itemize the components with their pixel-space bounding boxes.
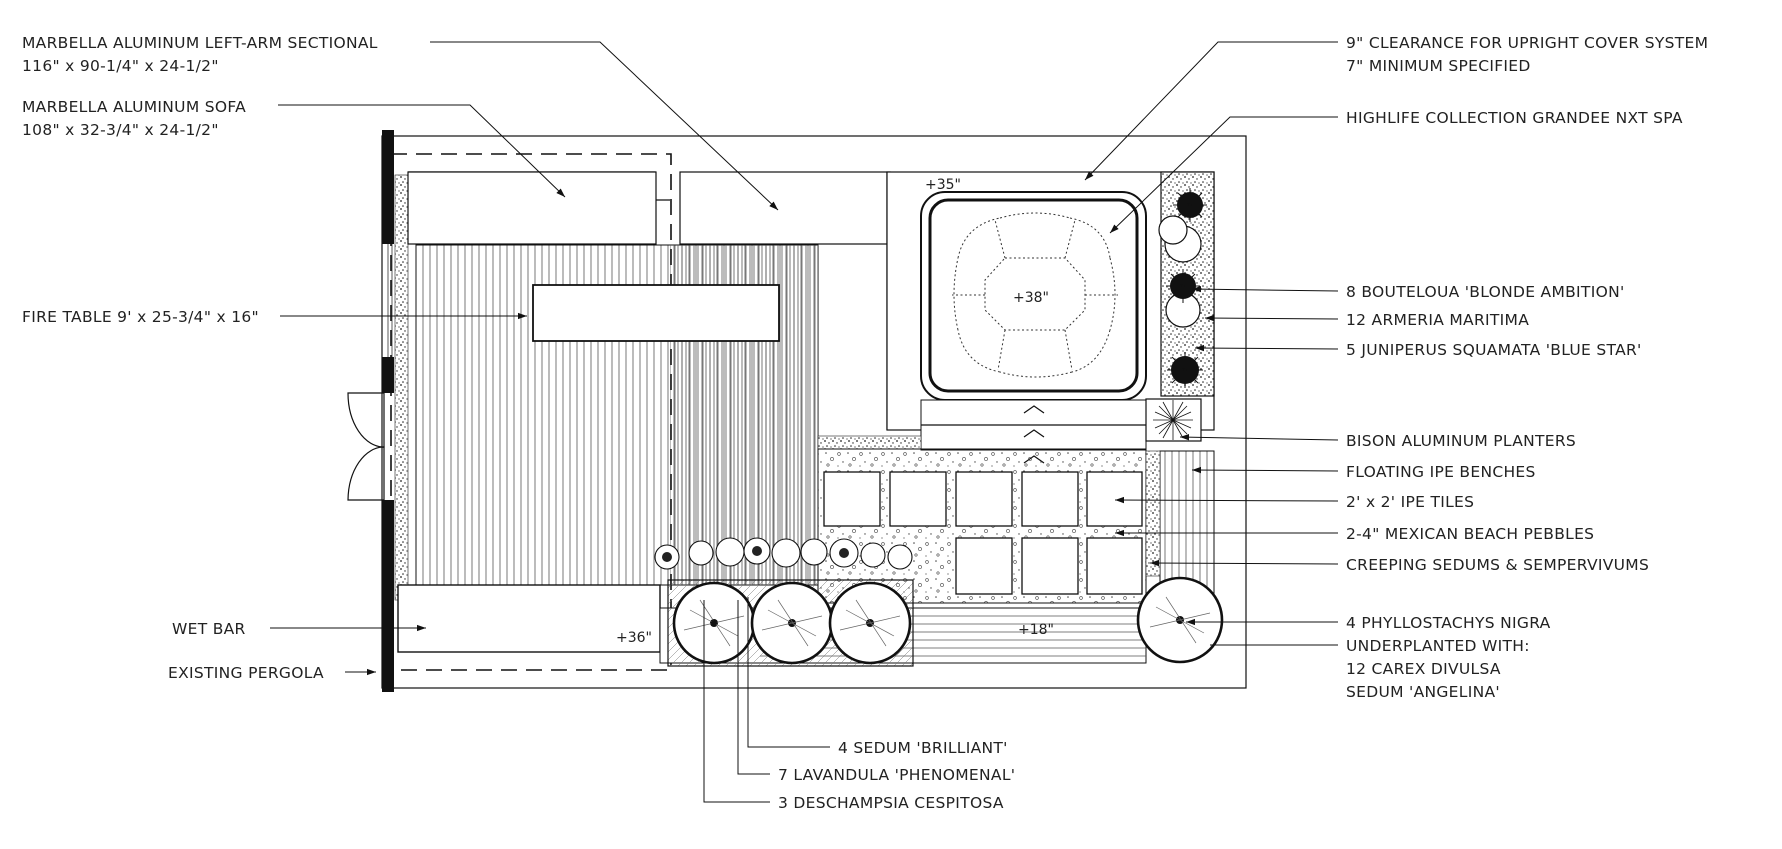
elevation-spa-deck: +35" xyxy=(925,177,961,193)
label-sofa-dims: 108" x 32-3/4" x 24-1/2" xyxy=(22,121,219,139)
gravel-strip xyxy=(394,174,409,601)
leader-dot xyxy=(711,620,717,626)
spa-seats xyxy=(952,212,1118,378)
elevation-bench: +18" xyxy=(1018,622,1054,638)
label-pebbles: 2-4" MEXICAN BEACH PEBBLES xyxy=(1346,525,1594,543)
label-clearance-min: 7" MINIMUM SPECIFIED xyxy=(1346,57,1531,75)
label-deschampsia: 3 DESCHAMPSIA CESPITOSA xyxy=(778,794,1004,812)
label-carex: 12 CAREX DIVULSA xyxy=(1346,660,1501,678)
elevation-spa: +38" xyxy=(1013,290,1049,306)
gravel-strip xyxy=(1145,450,1161,577)
label-sectional-dims: 116" x 90-1/4" x 24-1/2" xyxy=(22,57,219,75)
ipe-tiles xyxy=(823,471,1143,595)
label-pergola: EXISTING PERGOLA xyxy=(168,664,324,682)
sofa-back xyxy=(679,171,891,245)
site-boundary xyxy=(381,135,1247,689)
label-underplanted: UNDERPLANTED WITH: xyxy=(1346,637,1530,655)
label-clearance: 9" CLEARANCE FOR UPRIGHT COVER SYSTEM xyxy=(1346,34,1708,52)
spa-inner xyxy=(928,198,1139,393)
label-wet-bar: WET BAR xyxy=(172,620,246,638)
label-armeria: 12 ARMERIA MARITIMA xyxy=(1346,311,1529,329)
annotations: MARBELLA ALUMINUM LEFT-ARM SECTIONAL 116… xyxy=(22,34,1708,812)
sedum-plant xyxy=(662,546,849,562)
house-wall xyxy=(382,500,394,692)
label-lavandula: 7 LAVANDULA 'PHENOMENAL' xyxy=(778,766,1015,784)
label-tiles: 2' x 2' IPE TILES xyxy=(1346,493,1474,511)
door-swing xyxy=(347,392,385,448)
label-sedum-angelina: SEDUM 'ANGELINA' xyxy=(1346,683,1500,701)
house-wall xyxy=(382,357,394,393)
label-juniperus: 5 JUNIPERUS SQUAMATA 'BLUE STAR' xyxy=(1346,341,1642,359)
label-sedums: CREEPING SEDUMS & SEMPERVIVUMS xyxy=(1346,556,1649,574)
label-sedum-brilliant: 4 SEDUM 'BRILLIANT' xyxy=(838,739,1008,757)
sectional-back xyxy=(407,171,657,245)
fire-table xyxy=(532,284,780,342)
house-wall xyxy=(382,130,394,244)
label-sofa: MARBELLA ALUMINUM SOFA xyxy=(22,98,246,116)
label-planters: BISON ALUMINUM PLANTERS xyxy=(1346,432,1576,450)
planter-starburst xyxy=(1153,400,1193,440)
elevation-bar: +36" xyxy=(616,630,652,646)
leader-lines xyxy=(270,41,1339,803)
gravel-strip xyxy=(817,435,922,450)
label-bouteloua: 8 BOUTELOUA 'BLONDE AMBITION' xyxy=(1346,283,1625,301)
label-sectional: MARBELLA ALUMINUM LEFT-ARM SECTIONAL xyxy=(22,34,378,52)
label-benches: FLOATING IPE BENCHES xyxy=(1346,463,1536,481)
label-phyllostachys: 4 PHYLLOSTACHYS NIGRA xyxy=(1346,614,1551,632)
step-chevron xyxy=(1023,405,1045,414)
door-swing xyxy=(347,446,385,501)
bouteloua-plant-rays xyxy=(1166,188,1207,388)
label-spa: HIGHLIFE COLLECTION GRANDEE NXT SPA xyxy=(1346,109,1683,127)
step-chevron xyxy=(1023,429,1045,438)
label-fire-table: FIRE TABLE 9' x 25-3/4" x 16" xyxy=(22,308,259,326)
